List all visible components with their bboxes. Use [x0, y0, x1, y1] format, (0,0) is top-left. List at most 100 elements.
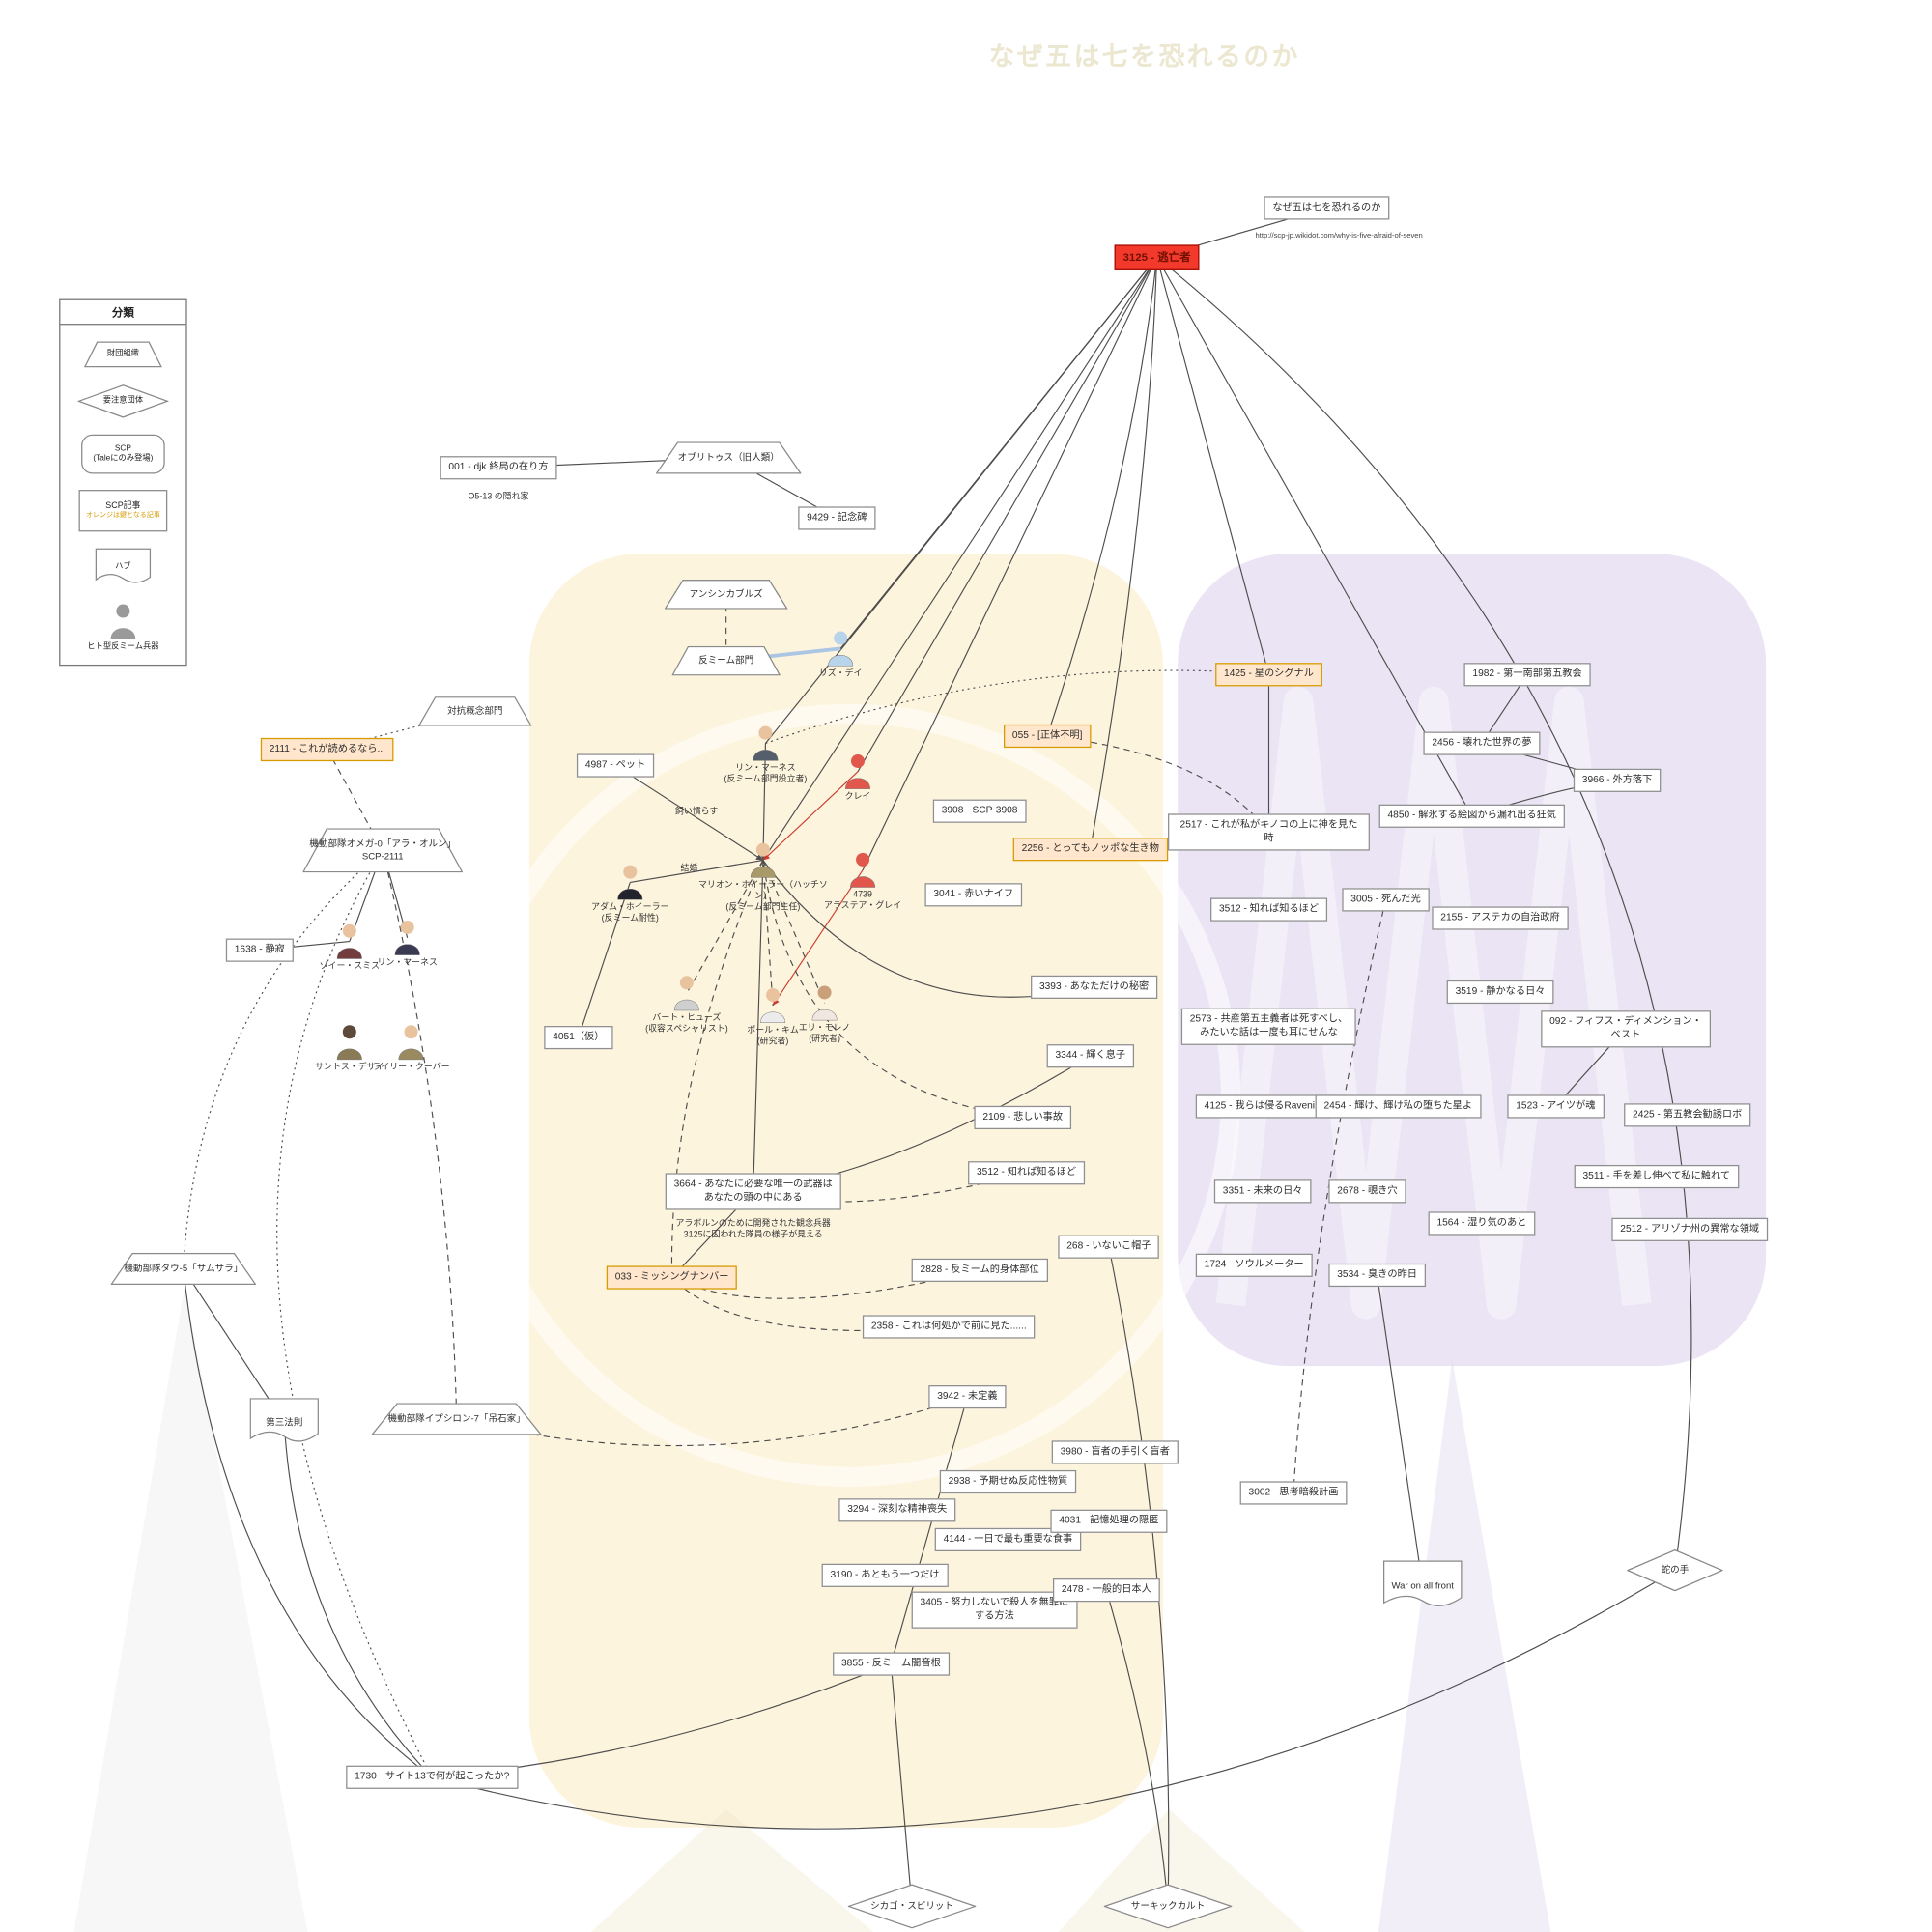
legend-label-scp-article: SCP記事: [105, 501, 141, 511]
node-mtfepsilon7[interactable]: 機動部隊イプシロン-7「吊石家」: [371, 1403, 542, 1435]
node-n033[interactable]: 033 - ミッシングナンバー: [606, 1265, 738, 1290]
edge-n3125-marion: [762, 256, 1158, 861]
node-n3980[interactable]: 3980 - 盲者の手引く盲者: [1051, 1440, 1179, 1464]
edge-n2111-mtfomega0: [327, 749, 384, 851]
edge-mtftau5-thirdlaw: [183, 1268, 285, 1424]
node-n055[interactable]: 055 - [正体不明]: [1004, 724, 1092, 748]
node-n2256[interactable]: 2256 - とってもノッポな生き物: [1012, 838, 1168, 862]
node-n3002[interactable]: 3002 - 思考暗殺計画: [1239, 1481, 1348, 1505]
node-label: シカゴ・スピリット: [870, 1900, 954, 1912]
node-sarkic[interactable]: サーキックカルト: [1103, 1884, 1233, 1929]
node-n3942[interactable]: 3942 - 未定義: [928, 1385, 1007, 1408]
node-oblitus[interactable]: オブリトゥス（旧人類）: [656, 441, 802, 474]
node-n001[interactable]: 001 - djk 終局の在り方: [440, 456, 557, 480]
node-n2478[interactable]: 2478 - 一般的日本人: [1052, 1578, 1160, 1602]
node-n3519[interactable]: 3519 - 静かなる日々: [1446, 980, 1554, 1004]
person-icon: [617, 865, 643, 900]
node-snakehand[interactable]: 蛇の手: [1627, 1548, 1723, 1592]
node-n3190[interactable]: 3190 - あともう一つだけ: [821, 1563, 949, 1587]
node-n2456[interactable]: 2456 - 壊れた世界の夢: [1423, 731, 1541, 755]
node-n1982[interactable]: 1982 - 第一南部第五教会: [1463, 663, 1591, 687]
person-clay[interactable]: クレイ: [790, 753, 925, 803]
node-n1724[interactable]: 1724 - ソウルメーター: [1195, 1253, 1313, 1277]
person-lin2[interactable]: リン・マーネス: [340, 920, 475, 969]
person-label: ポール・キム (研究者): [747, 1026, 799, 1047]
node-n1564[interactable]: 1564 - 湿り気のあと: [1428, 1211, 1536, 1236]
node-n092[interactable]: 092 - フィフス・ディメンション・ ベスト: [1541, 1010, 1711, 1047]
node-n3855[interactable]: 3855 - 反ミーム闇音根: [833, 1652, 950, 1676]
edge-n3005-n3002: [1293, 899, 1387, 1493]
node-n2155[interactable]: 2155 - アステカの自治政府: [1432, 906, 1569, 930]
node-n4987[interactable]: 4987 - ペット: [576, 753, 655, 778]
person-adam[interactable]: アダム・ホイーラー (反ミーム耐性): [562, 864, 697, 924]
diamond-shape: [847, 1884, 977, 1929]
person-marion[interactable]: マリオン・ホイーラー（ハッチソン） (反ミーム部門主任): [696, 841, 831, 913]
edge-linmarness-n1425: [765, 669, 1269, 745]
node-n2454[interactable]: 2454 - 輝け、輝け私の堕ちた星よ: [1315, 1094, 1481, 1119]
node-n3005[interactable]: 3005 - 死んだ光: [1342, 888, 1430, 912]
person-alastair[interactable]: 4739 アラステア・グレイ: [795, 852, 930, 913]
person-eli[interactable]: エリ・モレノ (研究者): [757, 984, 893, 1045]
person-icon: [394, 920, 420, 955]
person-santos[interactable]: サントス・デサイ: [282, 1024, 417, 1073]
node-n2828[interactable]: 2828 - 反ミーム的身体部位: [911, 1258, 1048, 1282]
node-n2938[interactable]: 2938 - 予期せぬ反応性物質: [939, 1469, 1077, 1493]
node-n9429[interactable]: 9429 - 記念碑: [798, 506, 876, 530]
node-waronallfront[interactable]: War on all front: [1382, 1560, 1463, 1612]
node-n2573[interactable]: 2573 - 共産第五主義者は死すべし、 みたいな話は一度も耳にせんな: [1180, 1008, 1357, 1045]
node-n2678[interactable]: 2678 - 覗き穴: [1328, 1179, 1406, 1204]
node-unthinkables[interactable]: アンシンカブルズ: [664, 580, 788, 610]
node-n2111[interactable]: 2111 - これが読めるなら...: [260, 737, 394, 761]
node-n3512a[interactable]: 3512 - 知れば知るほど: [968, 1161, 1085, 1185]
edge-linmarness-marion: [759, 743, 767, 861]
edge-mtftau5-n1730: [183, 1268, 433, 1778]
node-counterconcept[interactable]: 対抗概念部門: [418, 696, 532, 726]
node-n4144[interactable]: 4144 - 一日で最も重要な食事: [934, 1527, 1082, 1551]
node-n3405[interactable]: 3405 - 努力しないで殺人を無罪に する方法: [911, 1591, 1078, 1629]
node-thirdlaw[interactable]: 第三法則: [249, 1398, 319, 1447]
node-n1425[interactable]: 1425 - 星のシグナル: [1215, 663, 1322, 687]
node-n2517[interactable]: 2517 - これが私がキノコの上に神を見た時: [1168, 813, 1370, 851]
person-lizday[interactable]: リズ・デイ: [773, 630, 908, 679]
node-n3534[interactable]: 3534 - 臭きの昨日: [1328, 1263, 1426, 1287]
node-n3966[interactable]: 3966 - 外方落下: [1573, 768, 1662, 792]
edge-marion-n033: [670, 860, 764, 1278]
node-n1730[interactable]: 1730 - サイト13で何が起こったか?: [346, 1765, 519, 1789]
node-n1638[interactable]: 1638 - 静寂: [225, 938, 294, 962]
node-n4125[interactable]: 4125 - 我らは侵るRavenimus: [1195, 1094, 1343, 1119]
edge-n1730-mtfomega0: [276, 850, 433, 1777]
node-n3664[interactable]: 3664 - あなたに必要な唯一の武器は あなたの頭の中にある: [665, 1173, 841, 1210]
node-n2109[interactable]: 2109 - 悲しい事故: [974, 1105, 1071, 1129]
node-n3351[interactable]: 3351 - 未来の日々: [1213, 1179, 1312, 1204]
edge-marion-paulkim: [762, 860, 774, 1006]
node-n4850[interactable]: 4850 - 解氷する絵図から漏れ出る狂気: [1378, 804, 1565, 828]
node-n1523[interactable]: 1523 - アイツが魂: [1507, 1094, 1605, 1119]
node-why57[interactable]: なぜ五は七を恐れるのか: [1264, 196, 1390, 220]
node-n3511[interactable]: 3511 - 手を差し伸べて私に触れて: [1574, 1164, 1740, 1188]
node-n3344[interactable]: 3344 - 輝く息子: [1046, 1044, 1134, 1068]
node-n2512[interactable]: 2512 - アリゾナ州の異常な領域: [1611, 1217, 1769, 1241]
person-bart[interactable]: バート・ヒューズ (収容スペシャリスト): [619, 975, 754, 1036]
node-n3393[interactable]: 3393 - あなただけの秘密: [1031, 975, 1158, 999]
node-n3125[interactable]: 3125 - 逃亡者: [1114, 244, 1200, 270]
label-n3664sub: アラボルンのために開発された観念兵器 3125に囚われた隊員の様子が見える: [675, 1219, 831, 1239]
trapezoid-shape: [302, 828, 464, 873]
node-n4031[interactable]: 4031 - 記憶処理の隠匿: [1050, 1509, 1168, 1533]
node-n3294[interactable]: 3294 - 深刻な精神喪失: [838, 1498, 956, 1522]
node-n4051[interactable]: 4051（仮）: [544, 1026, 613, 1049]
legend-label-orange-note: オレンジは鍵となる記事: [85, 511, 160, 520]
node-n268[interactable]: 268 - いないこ帽子: [1058, 1235, 1160, 1259]
person-riley[interactable]: ライリー・クーパー: [343, 1024, 478, 1073]
node-n3908[interactable]: 3908 - SCP-3908: [932, 799, 1027, 823]
node-n3041[interactable]: 3041 - 赤いナイフ: [924, 883, 1022, 907]
person-linmarness[interactable]: リン・マーネス (反ミーム部門設立者): [697, 724, 833, 785]
person-zoe[interactable]: ゾイー・スミス: [282, 923, 417, 973]
node-mtftau5[interactable]: 機動部隊タウ-5「サムサラ」: [110, 1252, 256, 1286]
node-n2358[interactable]: 2358 - これは何処かで前に見た......: [862, 1315, 1036, 1339]
node-chicagospirit[interactable]: シカゴ・スピリット: [847, 1884, 977, 1929]
edge-adam-marion: [630, 859, 763, 884]
node-n3512b[interactable]: 3512 - 知れば知るほど: [1210, 897, 1327, 922]
node-mtfomega0[interactable]: 機動部隊オメガ-0「アラ・オルン」 SCP-2111: [302, 828, 464, 873]
node-antimemetics[interactable]: 反ミーム部門: [671, 645, 781, 676]
node-n2425[interactable]: 2425 - 第五教会勧誘ロボ: [1624, 1103, 1751, 1127]
